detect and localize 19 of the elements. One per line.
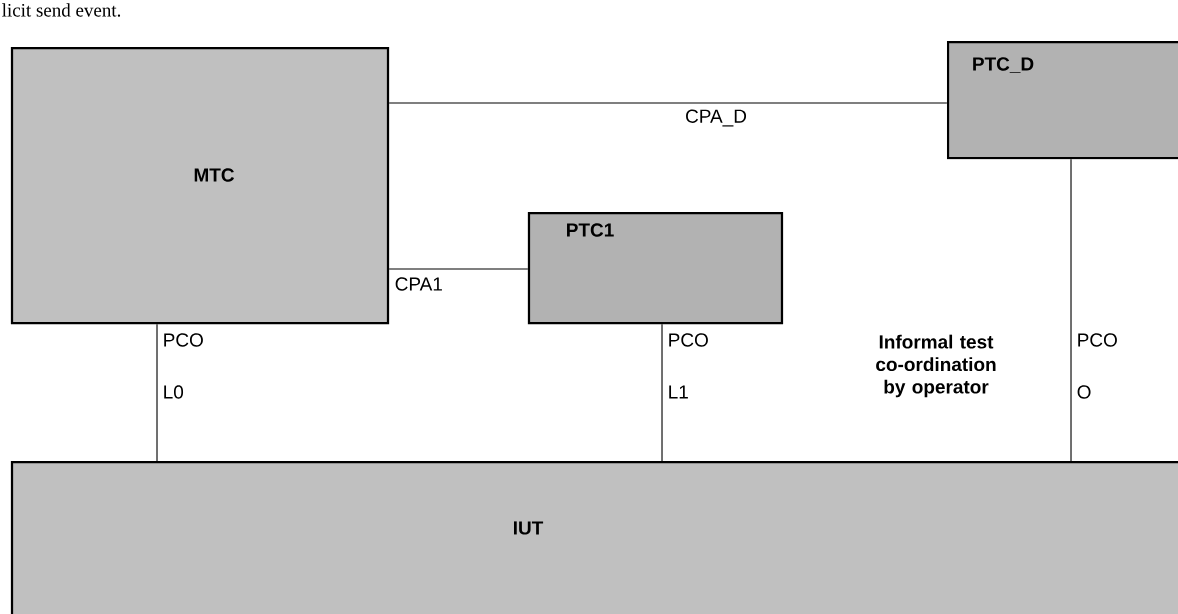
component-box: PTC1 (527, 211, 784, 325)
connector-line (1070, 158, 1072, 462)
edge-label: CPA1 (393, 275, 445, 293)
port-label: L1 (669, 385, 688, 399)
port-label: PCO (164, 333, 203, 347)
port-label: L0 (164, 385, 184, 399)
note-text: Informal test co-ordination by operator (876, 334, 996, 398)
component-box: PTC_D (946, 40, 1178, 160)
connector-line (388, 268, 529, 270)
connector-line (156, 323, 158, 462)
connector-line (388, 102, 948, 104)
component-box: MTC (10, 46, 390, 325)
edge-label: CPA_D (683, 108, 749, 128)
port-label: PCO (1078, 333, 1117, 347)
implementation-box: IUT (10, 460, 1178, 614)
port-label: O (1077, 385, 1091, 399)
cut-off-text: licit send event. (2, 3, 121, 17)
port-label: PCO (669, 333, 708, 347)
connector-line (661, 323, 663, 462)
